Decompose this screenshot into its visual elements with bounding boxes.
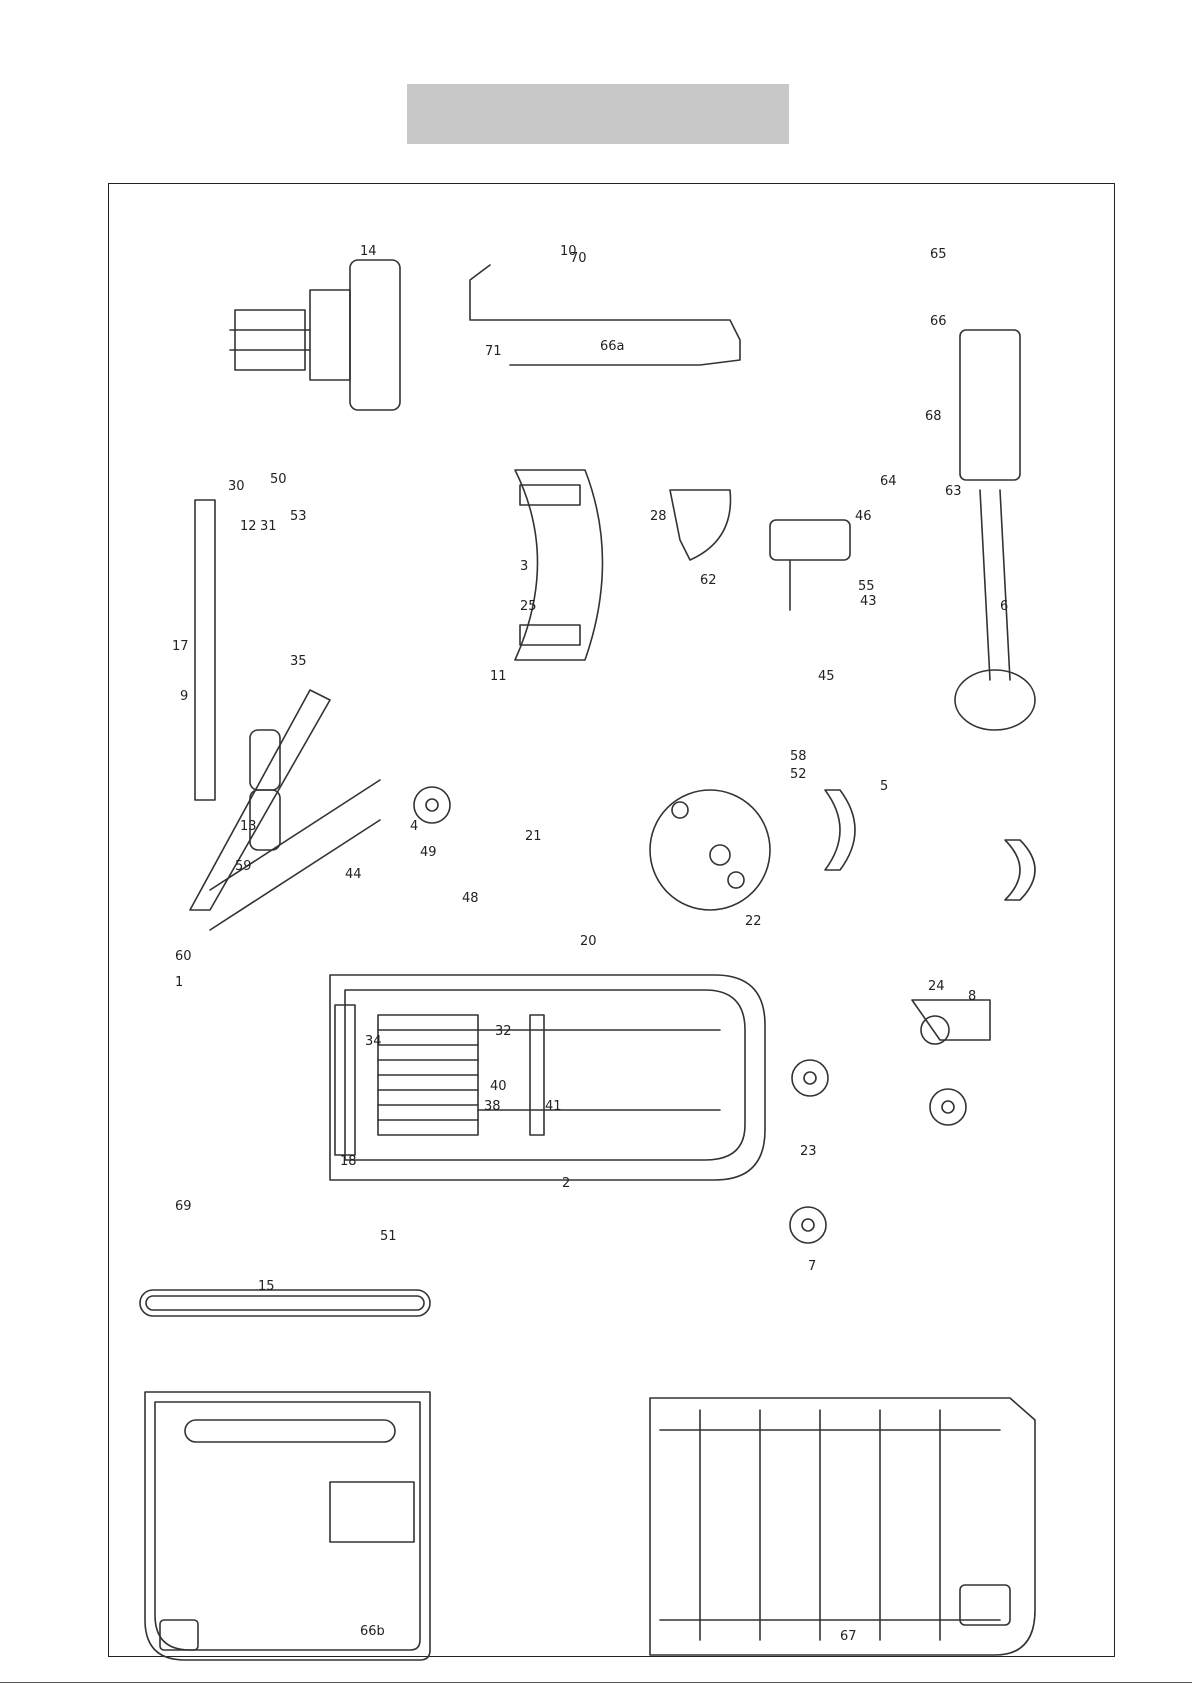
part-label: 14 xyxy=(360,244,377,259)
part-label: 69 xyxy=(175,1199,192,1214)
part-label: 66a xyxy=(600,339,625,354)
part-label: 3 xyxy=(520,559,528,574)
part-label: 28 xyxy=(650,509,667,524)
part-label: 51 xyxy=(380,1229,397,1244)
part-label: 30 xyxy=(228,479,245,494)
part-label: 70 xyxy=(570,251,587,266)
part-label: 25 xyxy=(520,599,537,614)
weight-stack xyxy=(378,1015,720,1135)
cam-part xyxy=(670,490,731,560)
part-label: 34 xyxy=(365,1034,382,1049)
part-label: 71 xyxy=(485,344,502,359)
part-label: 35 xyxy=(290,654,307,669)
part-label: 13 xyxy=(240,819,257,834)
part-label: 45 xyxy=(818,669,835,684)
part-label: 53 xyxy=(290,509,307,524)
part-label: 4 xyxy=(410,819,418,834)
part-label: 12 xyxy=(240,519,257,534)
arm-upright xyxy=(190,500,380,930)
part-label: 40 xyxy=(490,1079,507,1094)
part-label: 44 xyxy=(345,867,362,882)
part-label: 68 xyxy=(925,409,942,424)
part-label: 48 xyxy=(462,891,479,906)
part-labels: 1 2 3 4 5 6 7 8 9 10 11 12 13 14 15 17 1… xyxy=(172,244,1008,1644)
part-label: 43 xyxy=(860,594,877,609)
part-label: 7 xyxy=(808,1259,816,1274)
part-label: 18 xyxy=(340,1154,357,1169)
selector-plates xyxy=(825,790,1035,900)
part-label: 23 xyxy=(800,1144,817,1159)
part-label: 20 xyxy=(580,934,597,949)
part-label: 32 xyxy=(495,1024,512,1039)
lever-assembly xyxy=(770,520,850,610)
front-shroud-panel xyxy=(650,1398,1035,1655)
part-label: 50 xyxy=(270,472,287,487)
part-label: 66b xyxy=(360,1624,385,1639)
part-label: 8 xyxy=(968,989,976,1004)
part-label: 22 xyxy=(745,914,762,929)
bottom-rule xyxy=(0,1682,1192,1683)
part-label: 67 xyxy=(840,1629,857,1644)
part-label: 66 xyxy=(930,314,947,329)
part-label: 15 xyxy=(258,1279,275,1294)
part-label: 65 xyxy=(930,247,947,262)
pulley-bracket xyxy=(912,1000,990,1044)
main-frame xyxy=(330,975,765,1180)
part-label: 52 xyxy=(790,767,807,782)
part-label: 58 xyxy=(790,749,807,764)
part-label: 9 xyxy=(180,689,188,704)
part-label: 24 xyxy=(928,979,945,994)
part-label: 17 xyxy=(172,639,189,654)
part-label: 6 xyxy=(1000,599,1008,614)
part-label: 59 xyxy=(235,859,252,874)
part-label: 62 xyxy=(700,573,717,588)
part-label: 64 xyxy=(880,474,897,489)
part-label: 55 xyxy=(858,579,875,594)
roller-pad xyxy=(955,330,1035,730)
part-label: 11 xyxy=(490,669,507,684)
disc-plate xyxy=(650,790,770,910)
pulley-wheels xyxy=(414,787,966,1243)
part-label: 63 xyxy=(945,484,962,499)
part-label: 41 xyxy=(545,1099,562,1114)
part-label: 31 xyxy=(260,519,277,534)
part-label: 2 xyxy=(562,1176,570,1191)
part-label: 38 xyxy=(484,1099,501,1114)
part-label: 21 xyxy=(525,829,542,844)
part-label: 49 xyxy=(420,845,437,860)
belt-part xyxy=(140,1290,430,1316)
rear-shroud-panel xyxy=(145,1392,430,1660)
part-label: 46 xyxy=(855,509,872,524)
part-label: 60 xyxy=(175,949,192,964)
part-label: 5 xyxy=(880,779,888,794)
part-label: 1 xyxy=(175,975,183,990)
seat-pad xyxy=(230,260,400,410)
